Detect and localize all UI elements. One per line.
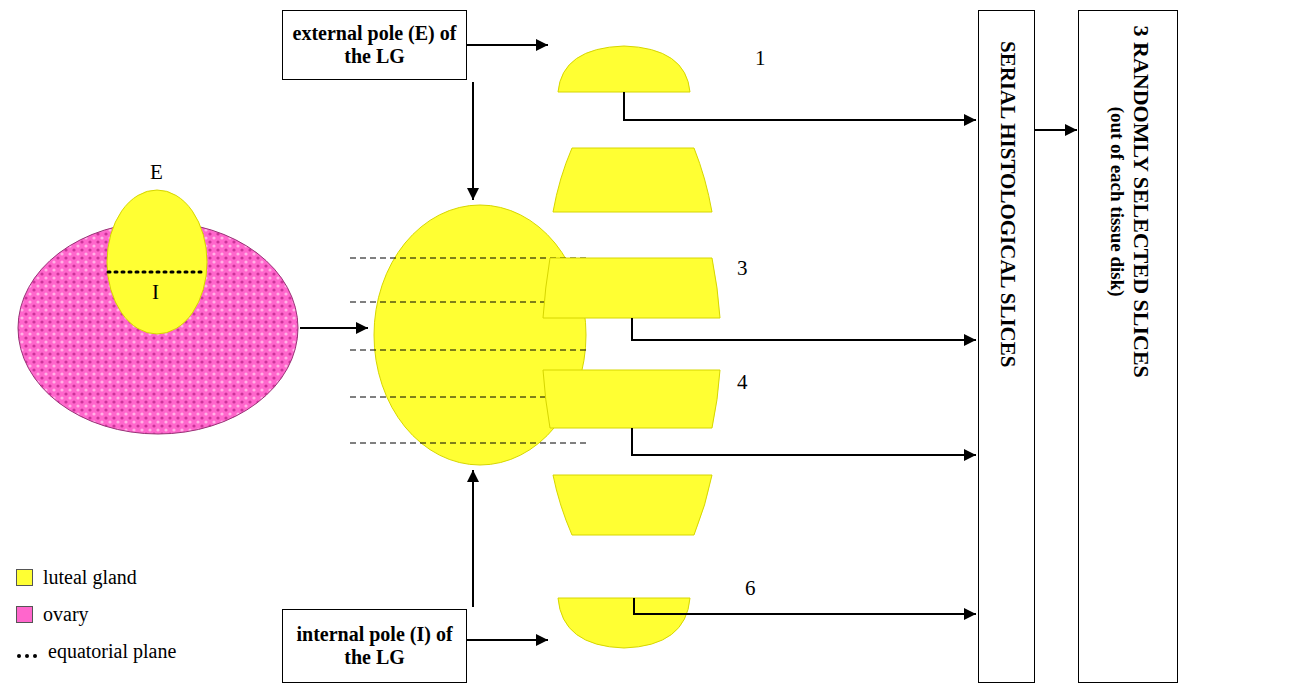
box-title: external pole (E) of the LG: [289, 22, 460, 68]
vertical-box: SERIAL HISTOLOGICAL SLICES: [978, 10, 1035, 683]
legend-dots: [16, 644, 40, 660]
text-group: SERIAL HISTOLOGICAL SLICES: [995, 41, 1019, 367]
pole-label: I: [152, 280, 159, 305]
legend-swatch: [16, 606, 33, 623]
legend-item: luteal gland: [16, 566, 137, 589]
luteal-gland-shape: [107, 190, 207, 334]
legend-swatch: [16, 569, 33, 586]
legend-item: ovary: [16, 603, 89, 626]
label-box: internal pole (I) of the LG: [282, 609, 467, 683]
box-title: SERIAL HISTOLOGICAL SLICES: [995, 41, 1019, 367]
callout-number: 1: [755, 46, 766, 71]
box-title: internal pole (I) of the LG: [289, 623, 460, 669]
text-group: 3 RANDOMLY SELECTED SLICES(out of each t…: [1105, 25, 1152, 377]
label-box: external pole (E) of the LG: [282, 10, 467, 80]
box-title: 3 RANDOMLY SELECTED SLICES: [1127, 25, 1152, 377]
callout-number: 4: [737, 370, 748, 395]
legend-text: luteal gland: [43, 566, 137, 589]
flow-arrow: [300, 327, 368, 329]
tissue-disks: [543, 46, 720, 648]
connector-arrow: [1035, 129, 1077, 131]
callout-number: 3: [737, 256, 748, 281]
pole-label: E: [150, 160, 163, 185]
equatorial-plane: [108, 271, 206, 274]
legend-text: equatorial plane: [48, 640, 176, 663]
box-subtitle: (out of each tissue disk): [1105, 106, 1127, 296]
rotated-frame: SERIAL HISTOLOGICAL SLICES: [979, 11, 1036, 684]
leader-lines: [624, 92, 976, 614]
vertical-box: 3 RANDOMLY SELECTED SLICES(out of each t…: [1078, 10, 1178, 683]
legend-text: ovary: [43, 603, 89, 626]
callout-number: 6: [745, 576, 756, 601]
legend-item: equatorial plane: [16, 640, 176, 663]
flow-arrows: [467, 45, 548, 640]
rotated-frame: 3 RANDOMLY SELECTED SLICES(out of each t…: [1079, 11, 1179, 684]
